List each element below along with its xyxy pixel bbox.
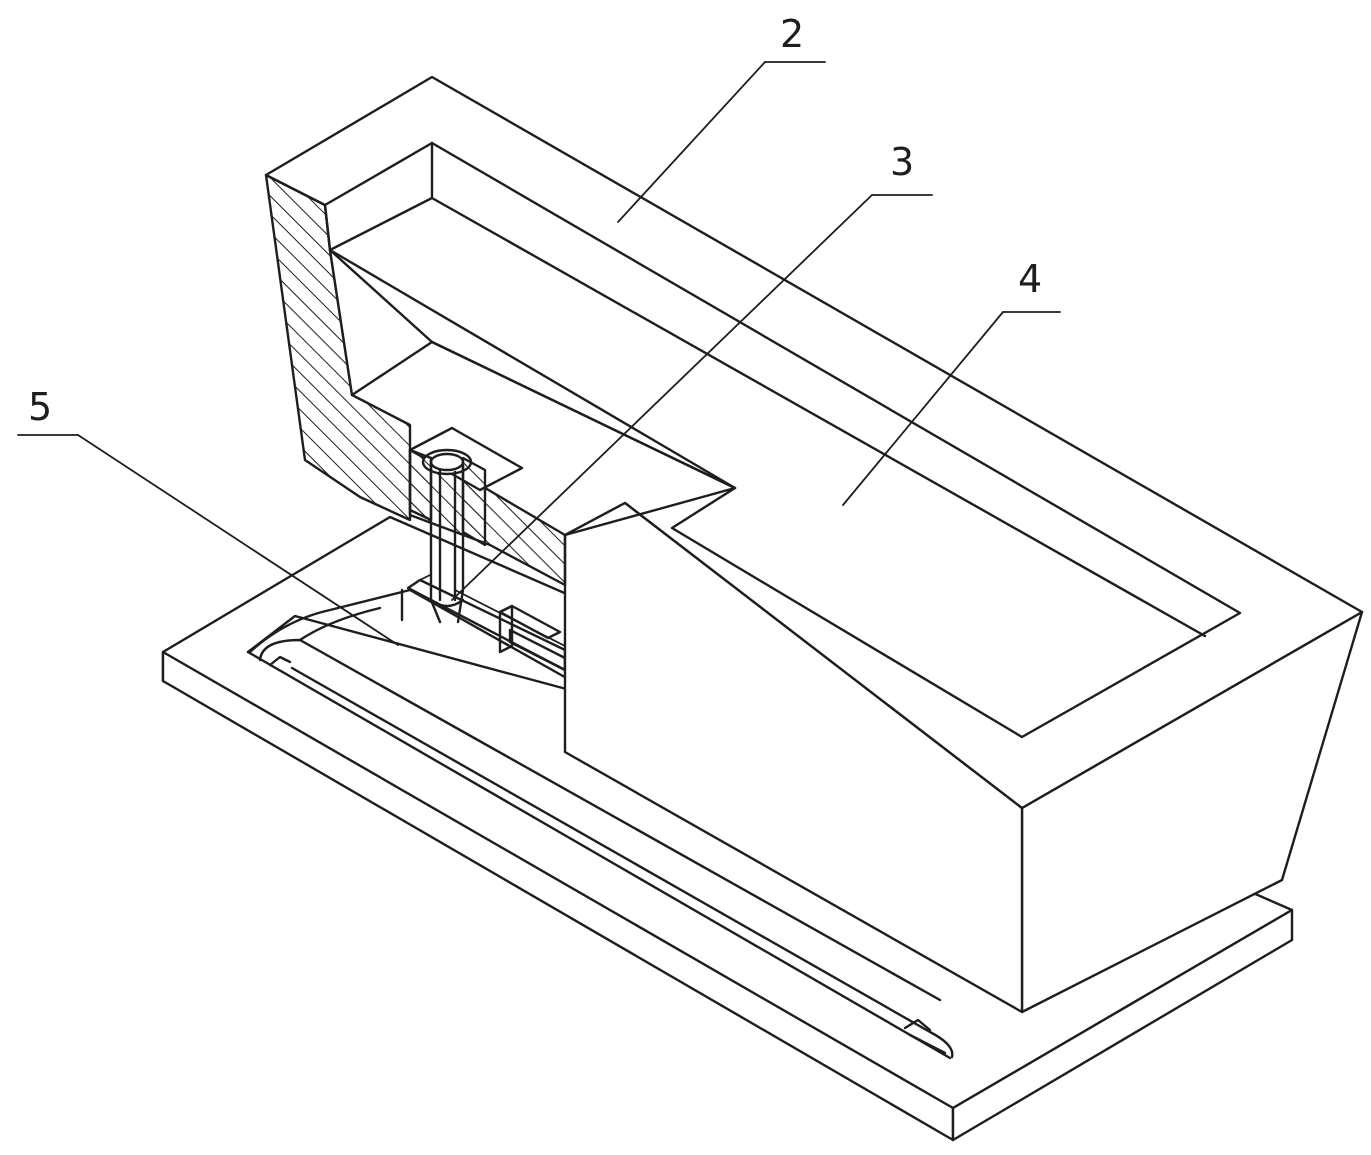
leader-2 bbox=[617, 61, 766, 223]
callout-2: 2 bbox=[780, 12, 804, 56]
callout-4: 4 bbox=[1018, 257, 1042, 301]
callout-labels: 2 3 4 5 bbox=[28, 12, 1042, 429]
leader-4 bbox=[842, 311, 1004, 506]
callout-3: 3 bbox=[890, 140, 914, 184]
leader-3 bbox=[451, 194, 873, 601]
leader-5 bbox=[77, 434, 399, 646]
nozzle-assembly bbox=[408, 426, 524, 624]
trough-rim bbox=[264, 75, 1364, 810]
leader-lines bbox=[17, 61, 1061, 646]
slider-block bbox=[248, 588, 572, 682]
callout-5: 5 bbox=[28, 385, 52, 429]
trough-body bbox=[264, 173, 1364, 1014]
